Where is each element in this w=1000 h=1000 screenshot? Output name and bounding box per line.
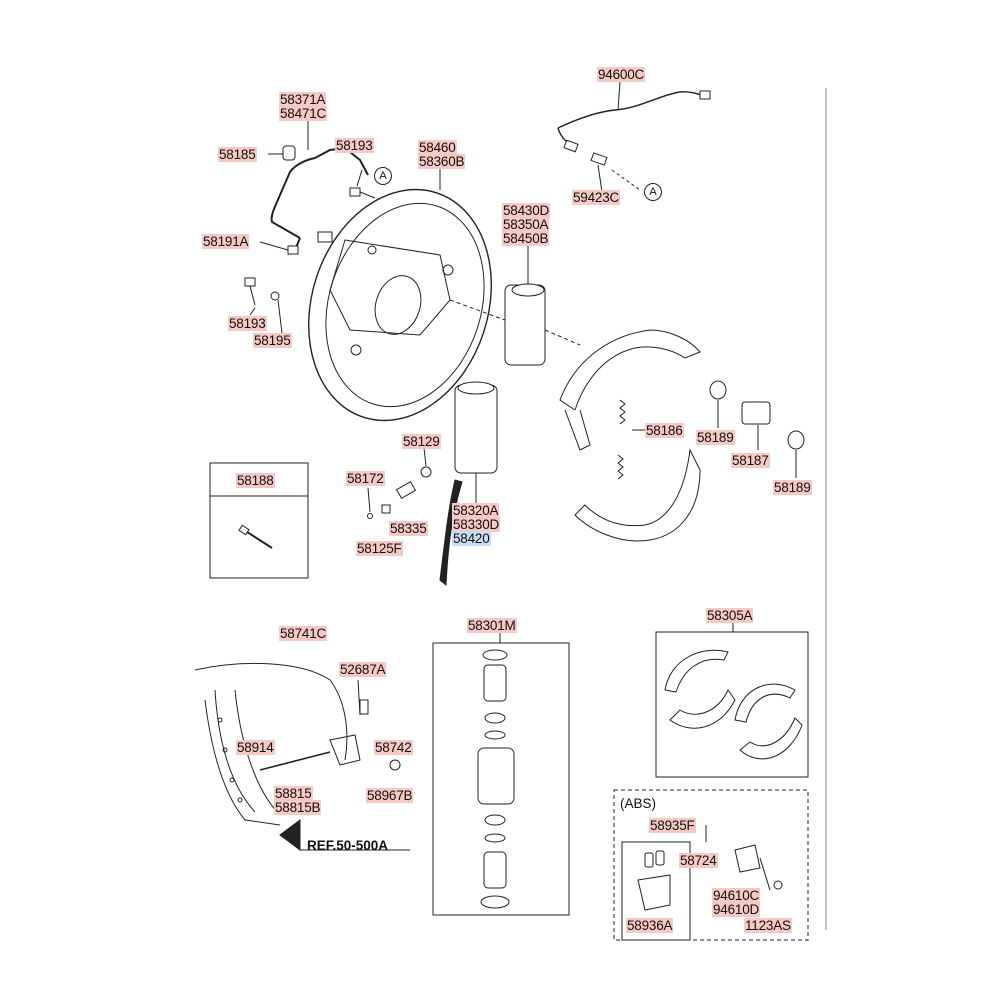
callout-58129[interactable]: 58129	[402, 434, 441, 449]
callout-58460[interactable]: 58460	[418, 140, 457, 155]
callout-58742[interactable]: 58742	[374, 740, 413, 755]
callout-58301M[interactable]: 58301M	[467, 618, 517, 633]
callout-58320A[interactable]: 58320A	[452, 503, 500, 518]
marker-a-sensor: A	[644, 183, 662, 201]
springs-58186	[617, 399, 645, 480]
callout-58330D[interactable]: 58330D	[452, 517, 501, 532]
tube-bracket-58191A	[259, 231, 333, 255]
callout-58350A[interactable]: 58350A	[502, 217, 550, 232]
callout-94610C[interactable]: 94610C	[712, 888, 761, 903]
cylinder-kit-58301M	[432, 632, 570, 916]
callout-58360B[interactable]: 58360B	[418, 154, 466, 169]
callout-94610D[interactable]: 94610D	[712, 902, 761, 917]
callout-58125F[interactable]: 58125F	[356, 541, 403, 556]
pin-58188-box	[209, 462, 309, 579]
brake-shoe-upper	[559, 329, 701, 451]
callout-58189-a[interactable]: 58189	[696, 430, 735, 445]
callout-94600C[interactable]: 94600C	[597, 67, 646, 82]
callout-58741C[interactable]: 58741C	[279, 626, 328, 641]
callout-58195[interactable]: 58195	[253, 333, 292, 348]
callout-58189-b[interactable]: 58189	[773, 480, 812, 495]
callout-58371A[interactable]: 58371A	[279, 92, 327, 107]
callout-58193-upper[interactable]: 58193	[335, 138, 374, 153]
abs-section-label: (ABS)	[620, 796, 657, 811]
callout-58186[interactable]: 58186	[645, 423, 684, 438]
callout-58430D[interactable]: 58430D	[502, 203, 551, 218]
callout-58935F[interactable]: 58935F	[649, 818, 696, 833]
callout-58191A[interactable]: 58191A	[202, 234, 250, 249]
bolt-58193-lower	[244, 277, 283, 334]
callout-58914[interactable]: 58914	[236, 740, 275, 755]
callout-58815B[interactable]: 58815B	[274, 800, 322, 815]
marker-a-upper: A	[374, 167, 392, 185]
wheel-speed-sensor-cable	[557, 81, 711, 153]
callout-58724[interactable]: 58724	[679, 853, 718, 868]
bolt-58193-upper	[349, 169, 376, 199]
callout-58936A[interactable]: 58936A	[626, 918, 674, 933]
callout-58172[interactable]: 58172	[346, 471, 385, 486]
callout-58420[interactable]: 58420	[452, 531, 491, 546]
callout-1123AS[interactable]: 1123AS	[744, 918, 792, 933]
callout-58185[interactable]: 58185	[218, 147, 257, 162]
callout-58305A[interactable]: 58305A	[706, 608, 754, 623]
brake-shoe-lower	[574, 448, 701, 542]
axle-housing-58741C	[194, 662, 410, 851]
brake-cylinder-lower	[439, 381, 498, 587]
callout-58815[interactable]: 58815	[274, 786, 313, 801]
backing-plate	[308, 150, 492, 422]
callout-58967B[interactable]: 58967B	[366, 788, 414, 803]
callout-58187[interactable]: 58187	[731, 453, 770, 468]
bleeder-parts	[367, 447, 432, 519]
callout-58193-lower[interactable]: 58193	[228, 316, 267, 331]
callout-58335[interactable]: 58335	[389, 521, 428, 536]
brake-shoe-kit-58305A	[655, 622, 809, 778]
callout-52687A[interactable]: 52687A	[339, 662, 387, 677]
callout-59423C[interactable]: 59423C	[572, 190, 621, 205]
callout-58188[interactable]: 58188	[236, 473, 275, 488]
wheel-cylinder-upper	[449, 245, 581, 366]
sensor-clip-59423C	[590, 152, 641, 193]
callout-58450B[interactable]: 58450B	[502, 231, 550, 246]
bleeder-cap-58185	[268, 145, 296, 161]
adjuster-parts	[709, 380, 805, 478]
callout-58471C[interactable]: 58471C	[279, 106, 328, 121]
reference-label: REF.50-500A	[307, 838, 389, 853]
